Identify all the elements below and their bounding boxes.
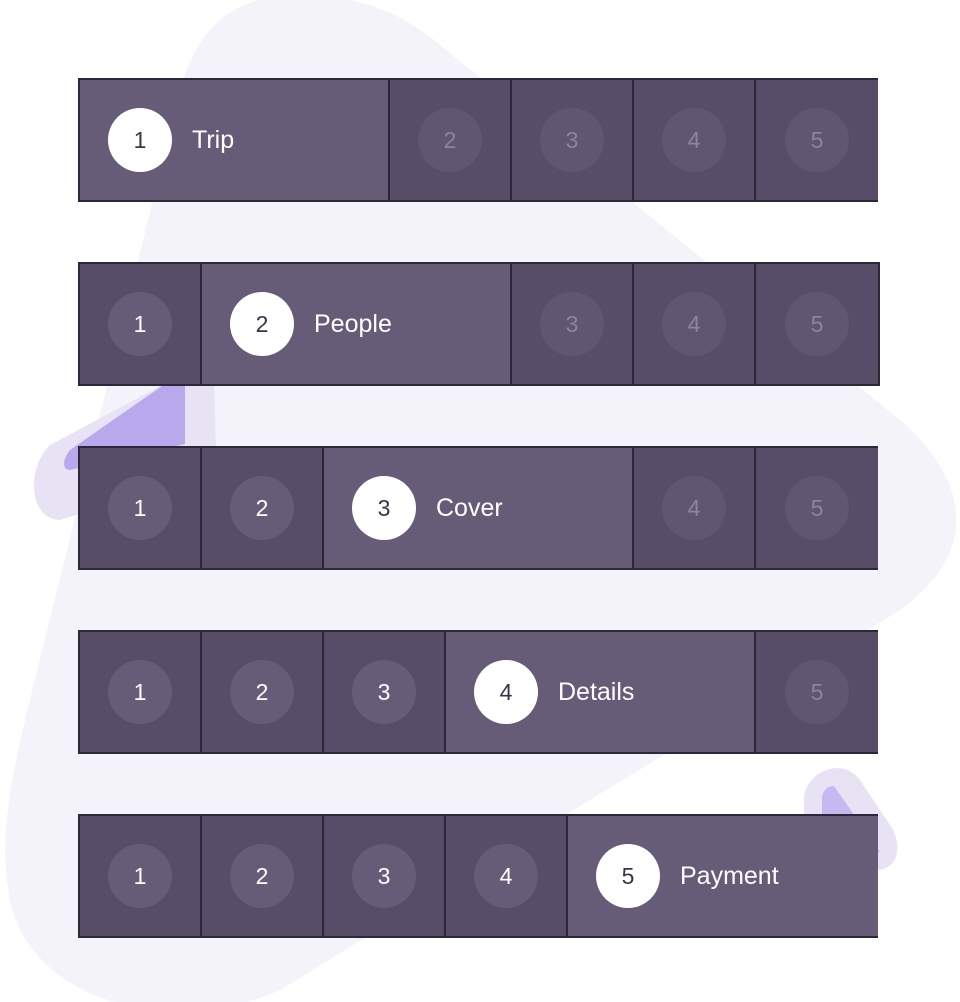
accent-triangle-left bbox=[64, 370, 185, 470]
step-label: Details bbox=[558, 677, 635, 706]
step-number-badge: 4 bbox=[662, 476, 726, 540]
step-number-badge: 2 bbox=[230, 844, 294, 908]
step-number-badge: 3 bbox=[352, 660, 416, 724]
step-number-badge: 1 bbox=[108, 108, 172, 172]
step-1[interactable]: 1 bbox=[80, 816, 202, 936]
step-3-active[interactable]: 3 Cover bbox=[324, 448, 634, 568]
step-number-badge: 1 bbox=[108, 292, 172, 356]
step-number-badge: 4 bbox=[474, 660, 538, 724]
step-5-active[interactable]: 5 Payment bbox=[568, 816, 878, 936]
step-5[interactable]: 5 bbox=[756, 632, 878, 752]
step-label: People bbox=[314, 309, 392, 338]
step-number-badge: 3 bbox=[540, 108, 604, 172]
step-1[interactable]: 1 bbox=[80, 632, 202, 752]
step-5[interactable]: 5 bbox=[756, 264, 878, 384]
step-number-badge: 2 bbox=[230, 660, 294, 724]
step-number-badge: 2 bbox=[418, 108, 482, 172]
step-1[interactable]: 1 bbox=[80, 448, 202, 568]
step-3[interactable]: 3 bbox=[512, 80, 634, 200]
step-2[interactable]: 2 bbox=[390, 80, 512, 200]
step-5[interactable]: 5 bbox=[756, 80, 878, 200]
step-number-badge: 3 bbox=[540, 292, 604, 356]
step-4[interactable]: 4 bbox=[634, 80, 756, 200]
step-number-badge: 5 bbox=[785, 108, 849, 172]
step-number-badge: 1 bbox=[108, 844, 172, 908]
step-4-active[interactable]: 4 Details bbox=[446, 632, 756, 752]
step-1[interactable]: 1 bbox=[80, 264, 202, 384]
step-number-badge: 4 bbox=[662, 108, 726, 172]
step-2-active[interactable]: 2 People bbox=[202, 264, 512, 384]
step-4[interactable]: 4 bbox=[446, 816, 568, 936]
step-number-badge: 2 bbox=[230, 292, 294, 356]
step-label: Cover bbox=[436, 493, 503, 522]
step-number-badge: 1 bbox=[108, 476, 172, 540]
step-number-badge: 5 bbox=[596, 844, 660, 908]
step-2[interactable]: 2 bbox=[202, 632, 324, 752]
step-5[interactable]: 5 bbox=[756, 448, 878, 568]
step-3[interactable]: 3 bbox=[324, 816, 446, 936]
step-2[interactable]: 2 bbox=[202, 448, 324, 568]
step-number-badge: 5 bbox=[785, 660, 849, 724]
step-1-active[interactable]: 1 Trip bbox=[80, 80, 390, 200]
step-4[interactable]: 4 bbox=[634, 264, 756, 384]
step-3[interactable]: 3 bbox=[324, 632, 446, 752]
step-label: Trip bbox=[192, 125, 235, 154]
step-2[interactable]: 2 bbox=[202, 816, 324, 936]
step-4[interactable]: 4 bbox=[634, 448, 756, 568]
step-number-badge: 2 bbox=[230, 476, 294, 540]
step-number-badge: 1 bbox=[108, 660, 172, 724]
step-3[interactable]: 3 bbox=[512, 264, 634, 384]
step-number-badge: 3 bbox=[352, 476, 416, 540]
step-label: Payment bbox=[680, 861, 779, 890]
step-number-badge: 3 bbox=[352, 844, 416, 908]
step-number-badge: 4 bbox=[474, 844, 538, 908]
step-number-badge: 5 bbox=[785, 292, 849, 356]
step-number-badge: 4 bbox=[662, 292, 726, 356]
step-number-badge: 5 bbox=[785, 476, 849, 540]
